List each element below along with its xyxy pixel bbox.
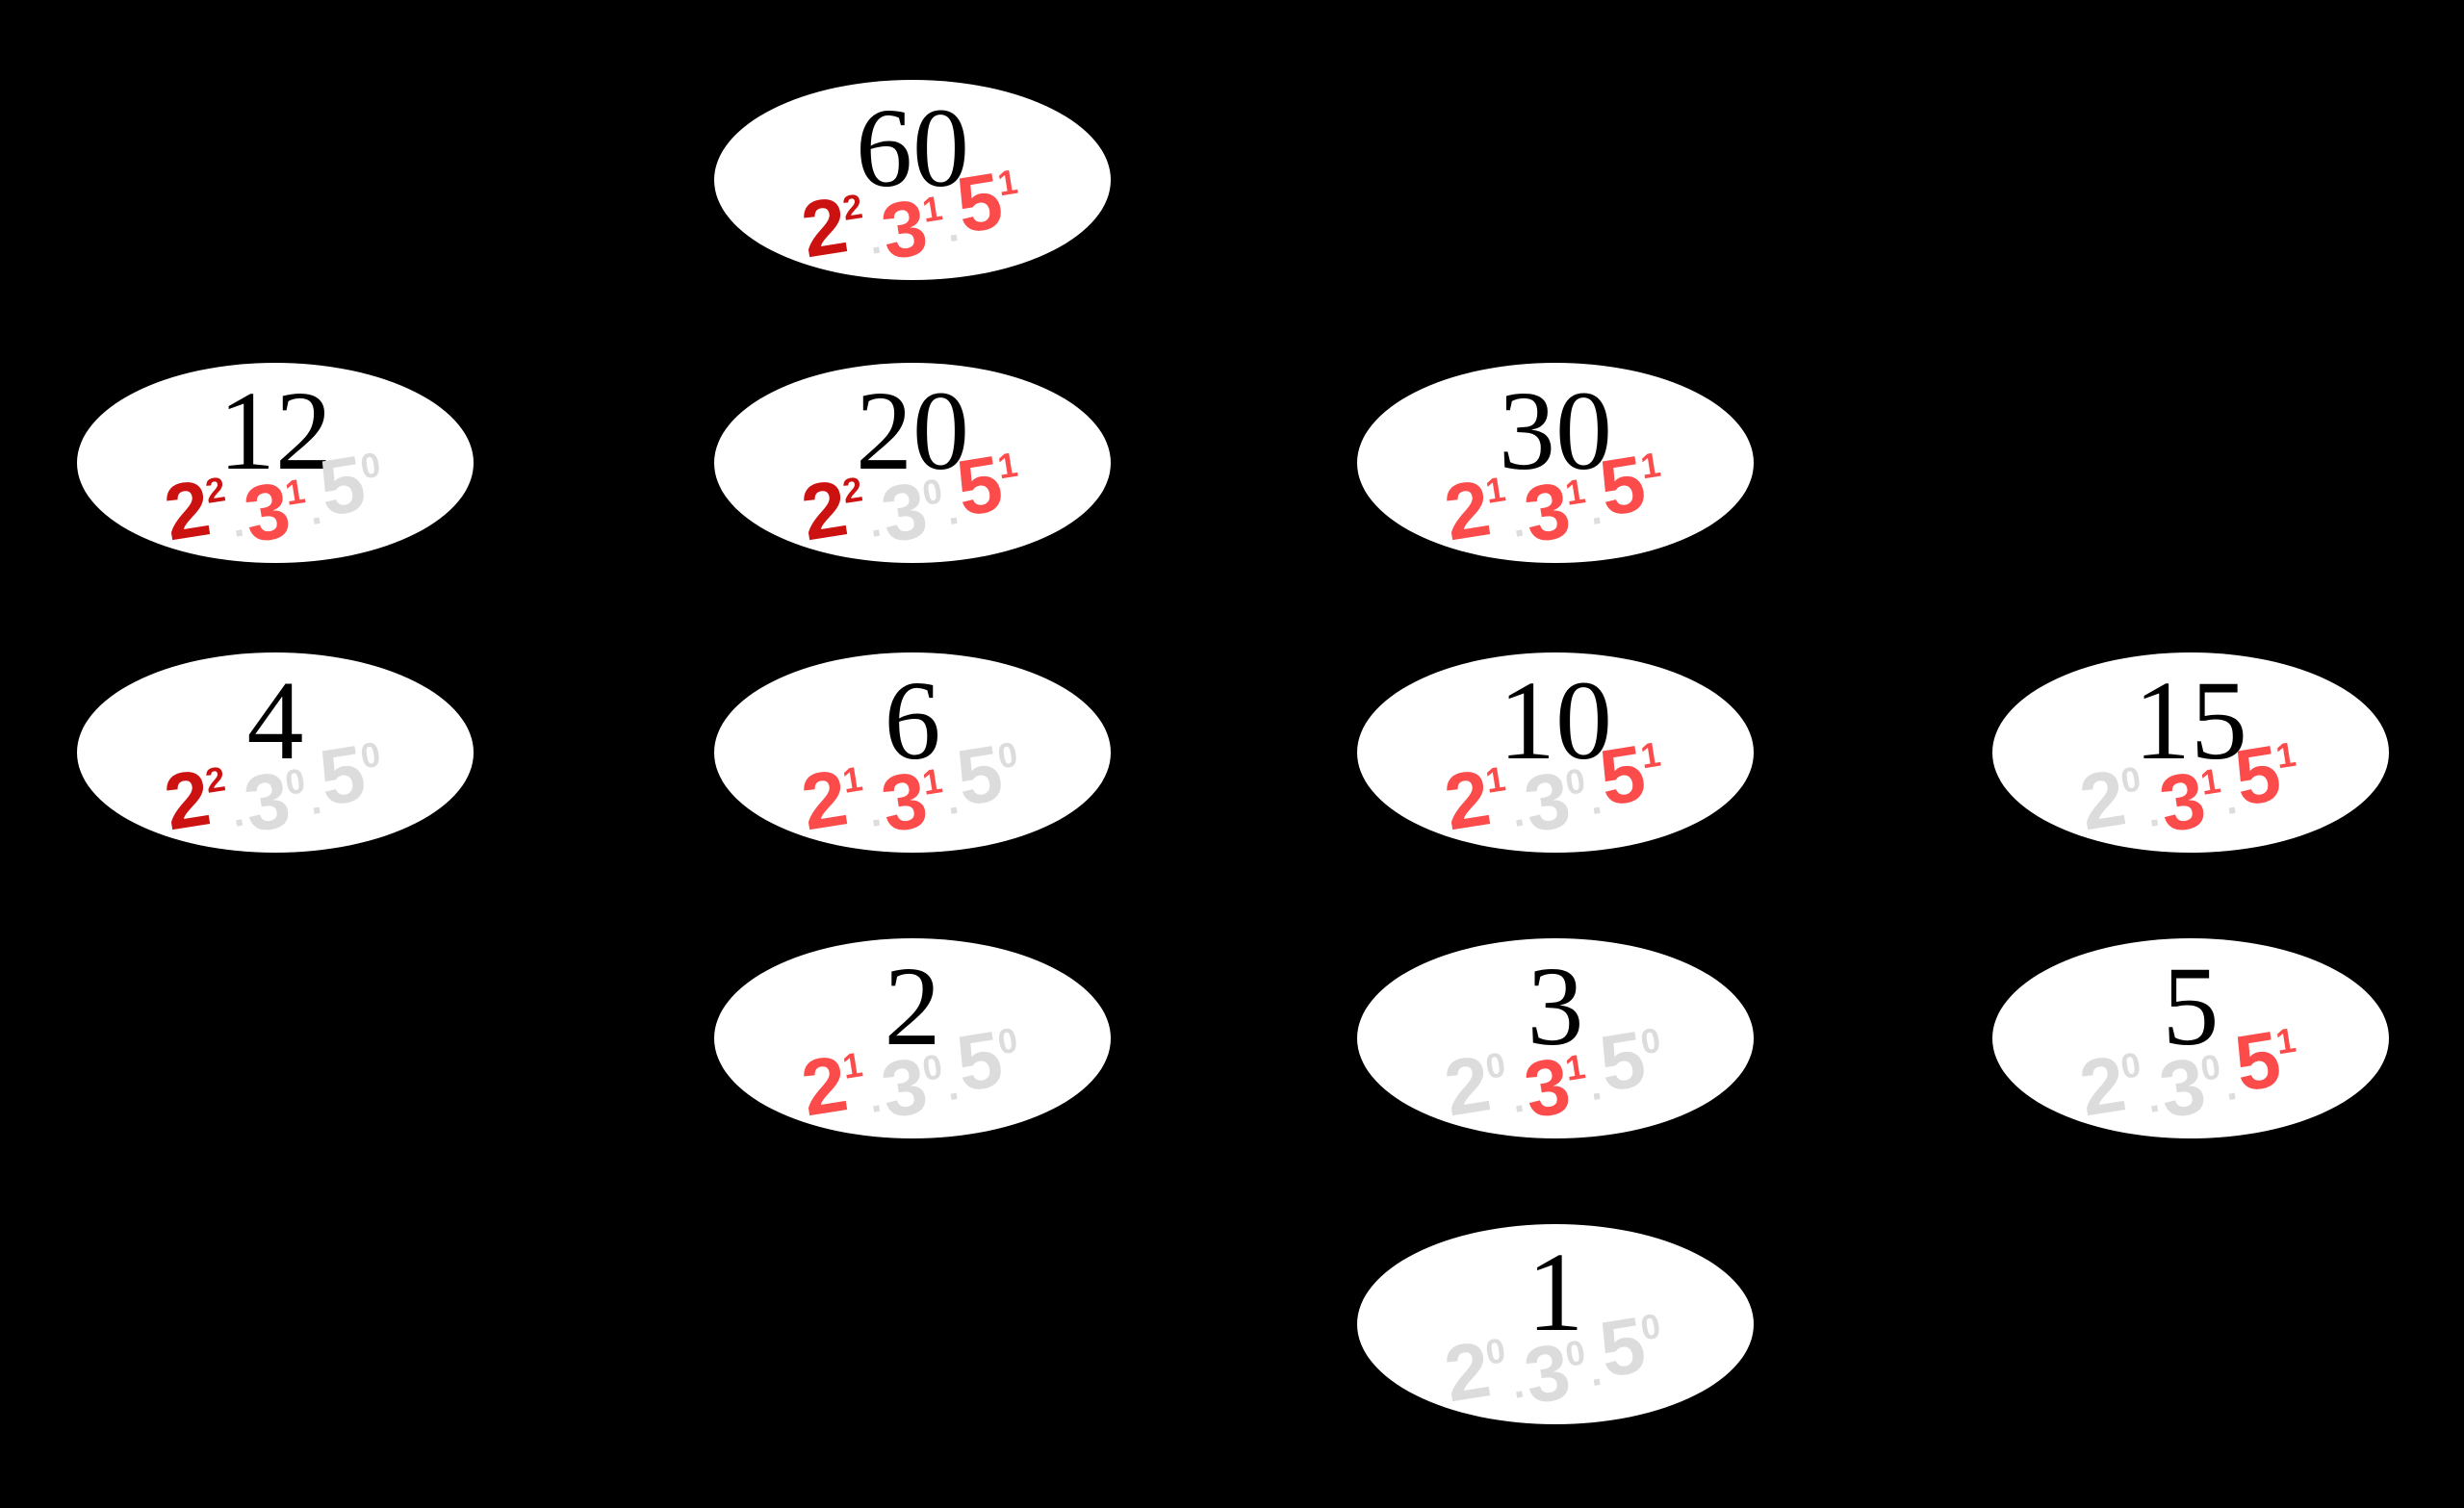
factor-term-3: 31 (1519, 1041, 1595, 1135)
factor-exponent-3: 1 (919, 188, 945, 230)
node-value: 1 (1527, 1229, 1584, 1355)
factor-exponent-5: 1 (994, 444, 1021, 487)
factor-exponent-5: 1 (1637, 444, 1664, 487)
factor-term-5: 51 (1594, 729, 1670, 823)
factor-exponent-5: 0 (994, 733, 1021, 777)
factor-term-2: 21 (1439, 754, 1515, 847)
factor-exponent-2: 0 (2118, 1044, 2143, 1087)
factor-exponent-5: 0 (357, 444, 384, 487)
factor-exponent-3: 0 (282, 760, 308, 803)
node-value: 5 (2162, 943, 2220, 1069)
factor-exponent-3: 0 (1562, 1332, 1588, 1374)
factor-exponent-3: 1 (1562, 1046, 1588, 1088)
factor-term-5: 50 (951, 729, 1027, 823)
factor-exponent-5: 0 (1637, 1305, 1664, 1348)
factor-exponent-2: 1 (839, 1044, 865, 1087)
factor-term-3: 30 (239, 755, 315, 849)
factor-term-2: 21 (1439, 464, 1515, 557)
factor-term-2: 22 (796, 464, 872, 557)
factor-term-5: 51 (2229, 1015, 2305, 1109)
factor-exponent-2: 2 (202, 758, 228, 802)
factor-exponent-5: 0 (1637, 1019, 1664, 1062)
factor-term-5: 50 (314, 729, 390, 823)
node-value: 60 (856, 85, 969, 211)
factor-term-5: 50 (1594, 1301, 1670, 1394)
factor-term-2: 20 (2074, 754, 2150, 847)
factor-term-3: 30 (2154, 1041, 2230, 1135)
node-value: 6 (884, 657, 941, 783)
factor-term-5: 51 (2229, 729, 2305, 823)
factor-exponent-3: 1 (1562, 471, 1588, 513)
factor-exponent-2: 0 (2118, 758, 2143, 802)
factor-term-2: 21 (796, 1039, 872, 1133)
factor-term-3: 31 (239, 466, 315, 559)
node-value: 2 (884, 943, 941, 1069)
node-value: 20 (856, 368, 969, 494)
factor-exponent-2: 0 (1482, 1044, 1508, 1087)
factor-exponent-2: 1 (839, 758, 865, 802)
factor-exponent-2: 2 (839, 186, 865, 229)
factor-exponent-3: 0 (919, 471, 945, 513)
factor-exponent-3: 1 (282, 471, 308, 513)
node-value: 30 (1499, 368, 1612, 494)
node-value: 15 (2134, 657, 2247, 783)
factor-exponent-2: 2 (202, 469, 228, 512)
factor-term-3: 30 (876, 1041, 952, 1135)
factor-term-3: 31 (876, 183, 952, 276)
factor-term-3: 31 (2154, 755, 2230, 849)
factor-term-5: 50 (951, 1015, 1027, 1109)
factor-term-2: 20 (1439, 1039, 1515, 1133)
factor-exponent-5: 1 (2272, 733, 2299, 777)
factor-term-3: 30 (1519, 755, 1595, 849)
factor-term-3: 30 (1519, 1327, 1595, 1420)
factor-exponent-5: 1 (994, 161, 1021, 204)
factor-term-5: 51 (951, 157, 1027, 250)
node-value: 4 (246, 657, 304, 783)
factor-exponent-5: 0 (994, 1019, 1021, 1062)
factor-exponent-5: 0 (357, 733, 384, 777)
factor-term-5: 50 (314, 440, 390, 533)
factor-exponent-2: 1 (1482, 469, 1508, 512)
factor-exponent-5: 1 (2272, 1019, 2299, 1062)
factor-exponent-3: 0 (2197, 1046, 2223, 1088)
factor-exponent-2: 1 (1482, 758, 1508, 802)
factor-term-3: 31 (1519, 466, 1595, 559)
factor-term-2: 22 (159, 754, 235, 847)
factor-term-2: 22 (159, 464, 235, 557)
factor-term-2: 20 (2074, 1039, 2150, 1133)
factor-term-5: 51 (1594, 440, 1670, 533)
factor-term-5: 51 (951, 440, 1027, 533)
factor-term-3: 31 (876, 755, 952, 849)
factor-exponent-2: 2 (839, 469, 865, 512)
factor-term-3: 30 (876, 466, 952, 559)
factor-term-2: 21 (796, 754, 872, 847)
factor-term-2: 22 (796, 181, 872, 274)
factor-exponent-3: 1 (919, 760, 945, 803)
factor-exponent-5: 1 (1637, 733, 1664, 777)
factor-term-5: 50 (1594, 1015, 1670, 1109)
factor-term-2: 20 (1439, 1325, 1515, 1419)
factor-exponent-2: 0 (1482, 1330, 1508, 1373)
factor-exponent-3: 0 (1562, 760, 1588, 803)
node-value: 10 (1499, 657, 1612, 783)
factor-exponent-3: 1 (2197, 760, 2223, 803)
factor-exponent-3: 0 (919, 1046, 945, 1088)
node-value: 3 (1527, 943, 1584, 1069)
node-value: 12 (218, 368, 332, 494)
